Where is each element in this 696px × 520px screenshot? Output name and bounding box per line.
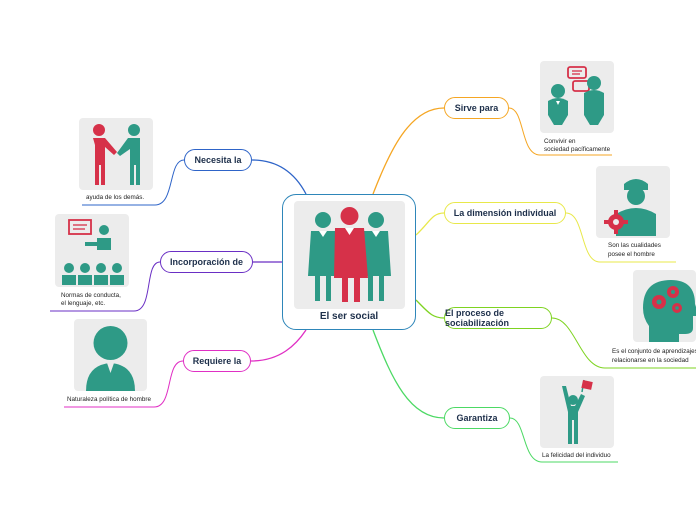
branch-proceso-sociabilizacion[interactable]: El proceso de sociabilización: [444, 307, 552, 329]
head-gears-icon: [633, 270, 696, 342]
branch-dimension-individual[interactable]: La dimensión individual: [444, 202, 566, 224]
link-garantiza: [372, 329, 445, 419]
link-requiere: [250, 329, 307, 362]
link-proceso: [415, 299, 445, 319]
note-garantiza-line-1: La felicidad del individuo: [542, 452, 611, 459]
branch-sirve-para[interactable]: Sirve para: [444, 97, 509, 119]
branch-garantiza[interactable]: Garantiza: [444, 407, 510, 429]
note-dimension-line-1: Son las cualidades: [608, 242, 661, 249]
note-incorporacion-line-2: el lenguaje, etc.: [61, 300, 106, 307]
branch-requiere-la[interactable]: Requiere la: [183, 350, 251, 372]
note-sirve-line-1: Convivir en: [544, 138, 576, 145]
note-proceso-line-2: relacionarse en la sociedad: [612, 357, 689, 364]
conversation-icon: [540, 61, 614, 133]
worker-gear-icon: [596, 166, 670, 238]
note-sirve-line-2: sociedad pacíficamente: [544, 146, 611, 153]
note-proceso-line-1: Es el conjunto de aprendizajes: [612, 348, 696, 355]
link-necesita: [251, 159, 307, 195]
note-requiere-line-1: Naturaleza política de hombre: [67, 396, 152, 403]
central-title: El ser social: [319, 311, 379, 322]
central-topic[interactable]: El ser social: [282, 194, 416, 330]
branch-necesita-la[interactable]: Necesita la: [184, 149, 252, 171]
winner-flag-icon: [540, 376, 614, 448]
handshake-icon: [79, 118, 153, 190]
person-icon: [74, 319, 147, 391]
branch-incorporacion-de[interactable]: Incorporación de: [160, 251, 253, 273]
note-incorporacion-line-1: Normas de conducta,: [61, 292, 121, 299]
note-necesita-line-1: ayuda de los demás.: [86, 194, 145, 201]
presentation-icon: [55, 214, 129, 287]
link-dimension: [415, 212, 445, 236]
group-people-icon: [294, 201, 405, 309]
link-sirve: [372, 107, 445, 195]
note-dimension-line-2: posee el hombre: [608, 251, 655, 258]
